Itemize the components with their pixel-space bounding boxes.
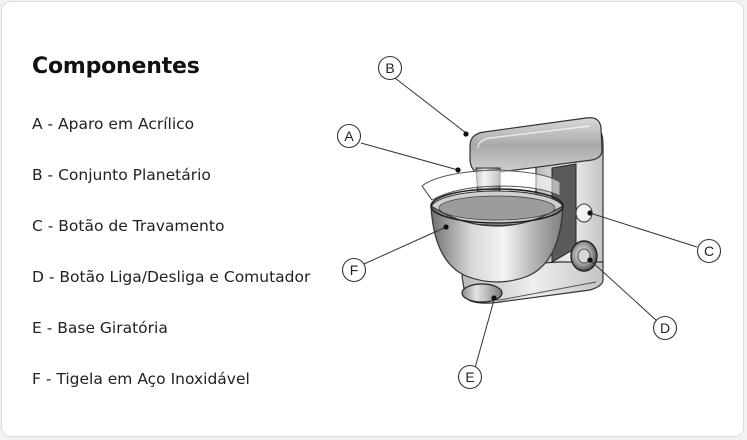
callout-f-label: F [350,262,359,278]
mixer-illustration [421,117,604,304]
component-item-f: F - Tigela em Aço Inoxidável [32,370,250,388]
components-list: A - Aparo em Acrílico B - Conjunto Plane… [32,114,310,420]
callout-f: F [341,257,367,283]
component-item-c: C - Botão de Travamento [32,217,225,235]
components-heading: Componentes [32,54,200,79]
callout-c: C [696,238,722,264]
component-item-b: B - Conjunto Planetário [32,166,211,184]
leader-lines [360,77,698,369]
callout-a-label: A [344,128,354,144]
callout-b: B [377,55,403,81]
component-item-a: A - Aparo em Acrílico [32,115,195,133]
callout-e: E [457,364,483,390]
callout-d-label: D [660,320,670,336]
callout-e-label: E [465,369,474,385]
callout-b-label: B [385,60,394,76]
callout-a: A [336,123,362,149]
component-item-d: D - Botão Liga/Desliga e Comutador [32,268,311,286]
callout-c-label: C [704,243,714,259]
callout-d: D [652,315,678,341]
component-item-e: E - Base Giratória [32,319,168,337]
leader-dots [443,131,593,301]
